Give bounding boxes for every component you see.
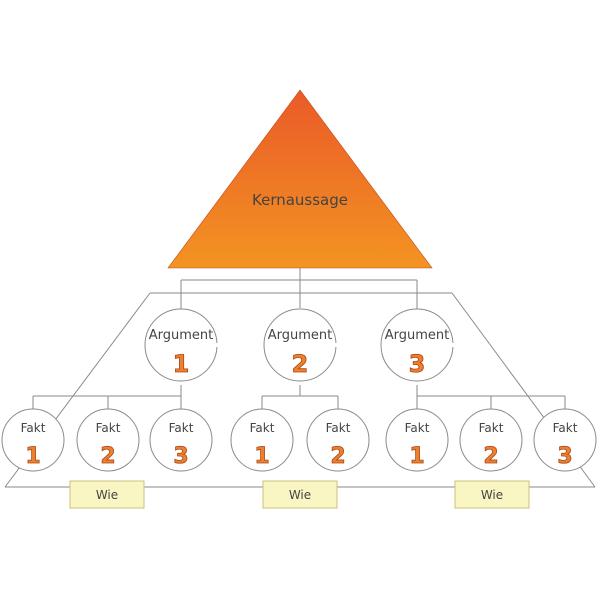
argument-node-3: Argument 3 [380,308,456,382]
fact-number: 1 [409,444,424,469]
fact-number: 2 [483,444,498,469]
fact-number: 3 [557,444,572,469]
fact-node-3-1: Fakt 1 [385,408,449,472]
fact-label: Fakt [169,421,194,435]
core-triangle [167,89,433,269]
wie-box-2: Wie [262,480,338,509]
fact-number: 1 [25,444,40,469]
fact-number: 2 [330,444,345,469]
argument-label: Argument [385,328,450,343]
fact-node-1-3: Fakt 3 [149,408,213,472]
fact-label: Fakt [405,421,430,435]
wie-label: Wie [289,488,311,502]
argument-number: 1 [173,350,190,378]
fact-number: 1 [254,444,269,469]
core-connectors [180,268,418,310]
core-statement: Kernaussage [167,89,433,269]
fact-label: Fakt [479,421,504,435]
fact-node-1-1: Fakt 1 [1,408,65,472]
fact-label: Fakt [326,421,351,435]
fact-label: Fakt [250,421,275,435]
fact-node-3-3: Fakt 3 [533,408,597,472]
argument-number: 2 [292,350,309,378]
core-label: Kernaussage [252,191,348,209]
fact-label: Fakt [96,421,121,435]
fact-node-2-1: Fakt 1 [230,408,294,472]
fact-number: 3 [173,444,188,469]
wie-box-3: Wie [454,480,530,509]
fact-label: Fakt [21,421,46,435]
fact-node-2-2: Fakt 2 [306,408,370,472]
argument-label: Argument [149,328,214,343]
wie-box-1: Wie [69,480,145,509]
fact-node-3-2: Fakt 2 [459,408,523,472]
fact-node-1-2: Fakt 2 [76,408,140,472]
wie-label: Wie [96,488,118,502]
argument-node-1: Argument 1 [144,308,220,382]
fact-number: 2 [100,444,115,469]
wie-label: Wie [481,488,503,502]
argument-number: 3 [409,350,426,378]
fact-label: Fakt [553,421,578,435]
argument-node-2: Argument 2 [263,308,339,382]
argument-label: Argument [268,328,333,343]
argument-connectors [32,385,566,409]
